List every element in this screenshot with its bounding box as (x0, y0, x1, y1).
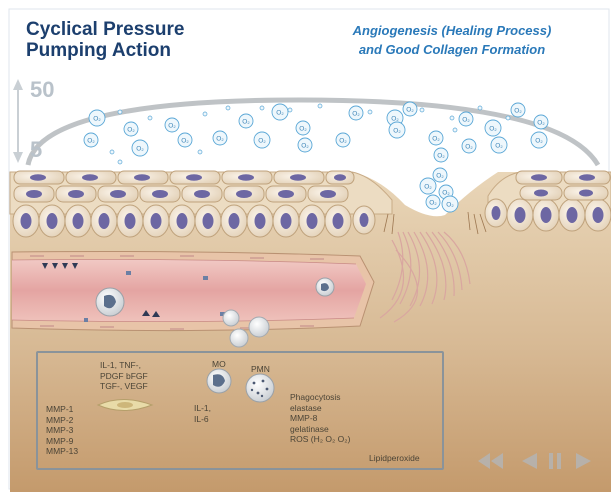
oxygen-dot (453, 128, 457, 132)
step-back-icon[interactable] (519, 451, 539, 471)
pmn-product-item: MMP-8 (290, 413, 317, 423)
oxygen-bubble-label: O₂ (406, 107, 414, 114)
page-title: Cyclical Pressure Pumping Action (26, 19, 236, 61)
macrophage-legend-icon (207, 369, 231, 393)
mmp-item: MMP-3 (46, 425, 73, 435)
title-line-2: Pumping Action (26, 40, 171, 61)
pmn-product-item: elastase (290, 403, 322, 413)
oxygen-bubble-label: O₂ (489, 126, 497, 133)
subtitle-line-2: and Good Collagen Formation (359, 42, 545, 57)
subtitle-line-1: Angiogenesis (Healing Process) (353, 23, 552, 38)
oxygen-bubble-label: O₂ (495, 143, 503, 150)
mmp-item: MMP-9 (46, 436, 73, 446)
pmn-product-item: gelatinase (290, 424, 329, 434)
cytokine-line-1: IL-1, TNF-, (100, 360, 141, 370)
oxygen-bubble-label: O₂ (537, 120, 545, 127)
pressure-high-label: 50 (30, 77, 54, 103)
oxygen-bubble-label: O₂ (535, 138, 543, 145)
play-icon[interactable] (573, 451, 593, 471)
oxygen-bubble-label: O₂ (136, 146, 144, 153)
oxygen-bubble-label: O₂ (462, 117, 470, 124)
oxygen-bubble-label: O₂ (424, 184, 432, 191)
lipid-label: Lipidperoxide (369, 453, 420, 464)
playback-controls (477, 451, 595, 471)
oxygen-bubble-label: O₂ (442, 190, 450, 197)
oxygen-dot (368, 110, 372, 114)
oxygen-bubble-label: O₂ (301, 143, 309, 150)
oxygen-dot (478, 106, 482, 110)
oxygen-bubble-label: O₂ (258, 138, 266, 145)
macrophage-cell-small (316, 278, 334, 296)
cytokine-line-3: TGF-, VEGF (100, 381, 148, 391)
oxygen-bubble-label: O₂ (436, 173, 444, 180)
oxygen-dot (226, 106, 230, 110)
cytokines-label: IL-1, TNF-, PDGF bFGF TGF-, VEGF (100, 360, 148, 392)
oxygen-bubble-label: O₂ (391, 116, 399, 123)
oxygen-dot (148, 116, 152, 120)
oxygen-bubble-label: O₂ (127, 127, 135, 134)
oxygen-bubble-label: O₂ (437, 153, 445, 160)
pressure-low-label: 5 (30, 137, 42, 163)
oxygen-dot (450, 116, 454, 120)
macrophage-cell (96, 288, 124, 316)
pmn-products-list: Phagocytosis elastase MMP-8 gelatinase R… (290, 392, 350, 445)
oxygen-dot (420, 108, 424, 112)
mmp-item: MMP-1 (46, 404, 73, 414)
oxygen-bubble-label: O₂ (429, 200, 437, 207)
interleukin-line-2: IL-6 (194, 414, 209, 424)
pmn-product-item: Phagocytosis (290, 392, 341, 402)
oxygen-bubble-label: O₂ (299, 126, 307, 133)
oxygen-bubble-label: O₂ (216, 136, 224, 143)
mmp-item: MMP-13 (46, 446, 78, 456)
pmn-product-item: ROS (H₂ O₂ O₂) (290, 434, 350, 444)
pmn-label: PMN (251, 364, 270, 375)
pmn-legend-icon (246, 374, 274, 402)
pause-icon[interactable] (547, 451, 563, 471)
oxygen-dot (198, 150, 202, 154)
oxygen-bubble-label: O₂ (93, 116, 101, 123)
oxygen-bubble-label: O₂ (181, 138, 189, 145)
oxygen-bubble-label: O₂ (168, 123, 176, 130)
oxygen-bubble-label: O₂ (465, 144, 473, 151)
oxygen-dot (118, 160, 122, 164)
oxygen-dot (288, 108, 292, 112)
oxygen-bubble-label: O₂ (352, 111, 360, 118)
oxygen-bubble-label: O₂ (514, 108, 522, 115)
oxygen-bubble-label: O₂ (432, 136, 440, 143)
oxygen-bubble-label: O₂ (393, 128, 401, 135)
mmp-item: MMP-2 (46, 415, 73, 425)
interleukin-label: IL-1, IL-6 (194, 403, 211, 424)
oxygen-bubble-label: O₂ (242, 119, 250, 126)
mmp-list: MMP-1 MMP-2 MMP-3 MMP-9 MMP-13 (46, 404, 78, 457)
pressure-arrow (13, 79, 23, 163)
title-line-1: Cyclical Pressure (26, 19, 184, 40)
oxygen-dot (110, 150, 114, 154)
oxygen-bubble-label: O₂ (446, 202, 454, 209)
oxygen-bubble-label: O₂ (339, 138, 347, 145)
oxygen-dot (260, 106, 264, 110)
mo-label: MO (212, 359, 226, 370)
interleukin-line-1: IL-1, (194, 403, 211, 413)
oxygen-dot (506, 116, 510, 120)
oxygen-dot (318, 104, 322, 108)
oxygen-bubble-label: O₂ (87, 138, 95, 145)
cytokine-line-2: PDGF bFGF (100, 371, 148, 381)
oxygen-bubble-label: O₂ (276, 110, 284, 117)
rewind-icon[interactable] (477, 451, 505, 471)
oxygen-dot (118, 110, 122, 114)
oxygen-dot (203, 112, 207, 116)
page-subtitle: Angiogenesis (Healing Process) and Good … (322, 21, 582, 59)
